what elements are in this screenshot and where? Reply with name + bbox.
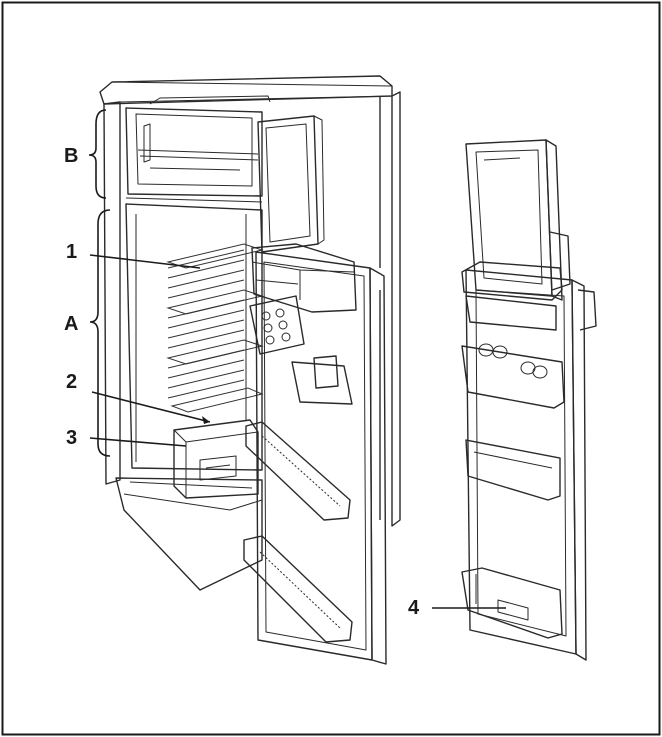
leader-2 xyxy=(91,391,211,423)
brace-b xyxy=(88,109,107,199)
label-2: 2 xyxy=(66,371,77,393)
main-door xyxy=(243,243,387,665)
crisper-drawer xyxy=(173,419,259,499)
label-b: B xyxy=(64,145,78,167)
brace-a xyxy=(89,209,111,457)
arrow-2-icon xyxy=(202,416,210,424)
label-a: A xyxy=(64,313,78,335)
label-3: 3 xyxy=(66,427,77,449)
leader-1 xyxy=(89,254,201,269)
door-detail xyxy=(461,139,597,661)
refrigerator-cabinet xyxy=(99,75,401,665)
leader-3 xyxy=(89,437,187,447)
label-1: 1 xyxy=(66,241,77,263)
label-4: 4 xyxy=(408,597,420,619)
